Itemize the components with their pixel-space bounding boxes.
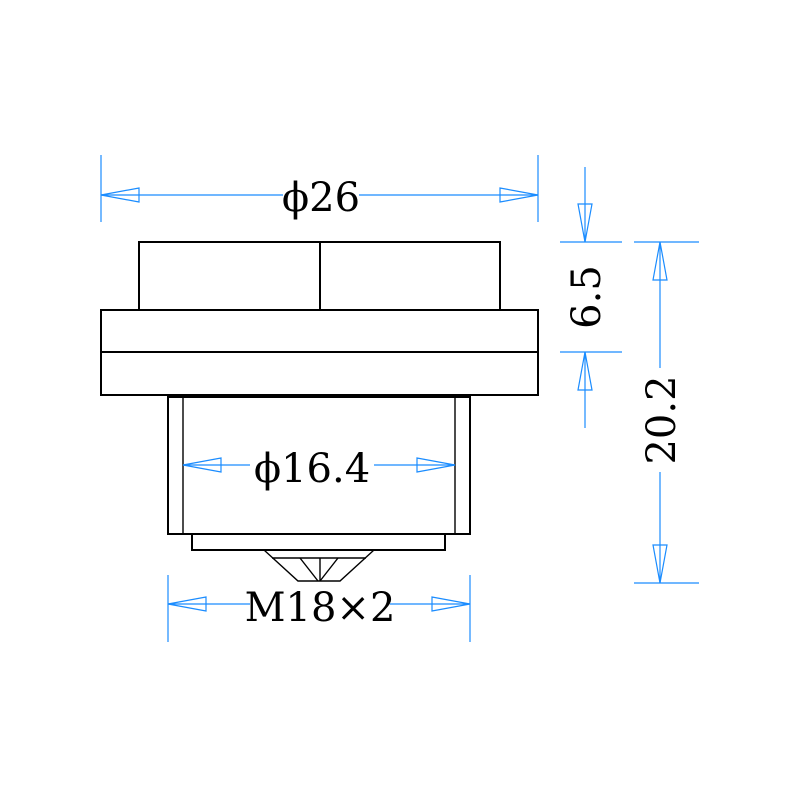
dimension-inner-diameter: ϕ16.4: [182, 442, 456, 492]
arrow-up-icon: [652, 241, 668, 281]
dimension-total-height: 20.2: [634, 241, 699, 584]
arrow-right-icon: [499, 187, 539, 203]
arrow-up-icon: [577, 351, 593, 391]
outer-diameter-label: ϕ26: [282, 175, 360, 221]
arrow-left-icon: [182, 457, 222, 473]
dimension-thread: M18×2: [167, 575, 471, 642]
part-outline: [100, 241, 539, 582]
dimension-outer-diameter: ϕ26: [100, 155, 539, 222]
arrow-down-icon: [577, 203, 593, 243]
head-height-label: 6.5: [564, 265, 610, 329]
arrow-right-icon: [431, 596, 471, 612]
thread-label: M18×2: [245, 585, 396, 631]
arrow-left-icon: [167, 596, 207, 612]
bottom-collar: [191, 533, 446, 551]
nozzle-inner-left: [299, 557, 319, 582]
total-height-label: 20.2: [639, 375, 685, 464]
nozzle-tip: [262, 549, 376, 582]
dimension-head-height: 6.5: [560, 167, 622, 428]
arrow-right-icon: [416, 457, 456, 473]
inner-diameter-label: ϕ16.4: [254, 446, 370, 492]
arrow-down-icon: [652, 544, 668, 584]
nozzle-inner-right: [319, 557, 339, 582]
arrow-left-icon: [100, 187, 140, 203]
